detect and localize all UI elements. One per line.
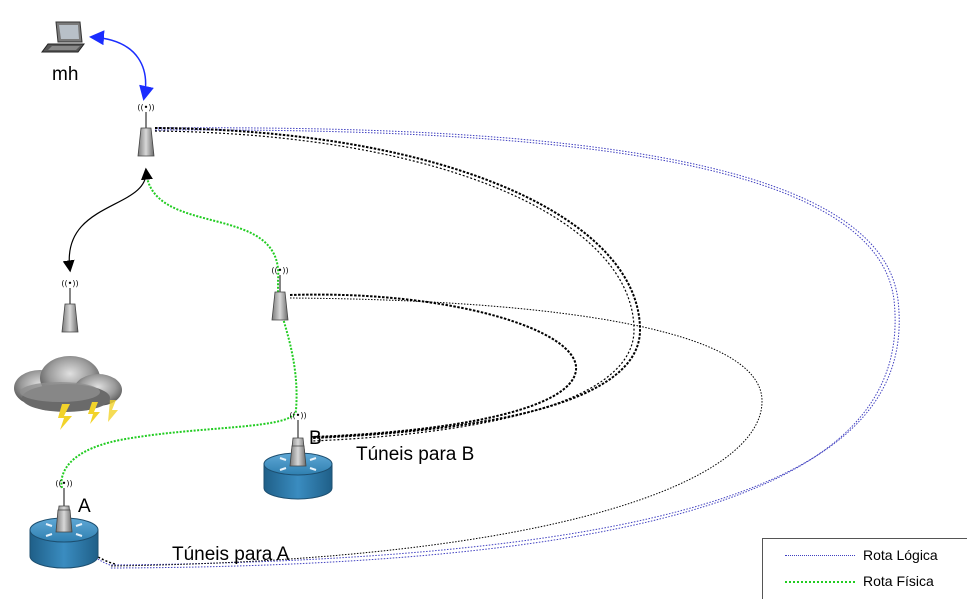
logical-route-outer-2: [109, 129, 896, 569]
svg-text:((•)): ((•)): [137, 103, 154, 112]
physical-route: [60, 169, 298, 489]
tunnel-top-to-b: [154, 127, 642, 439]
tunnel-mid-to-b: [289, 293, 578, 438]
legend-item-physical: Rota Física: [763, 571, 963, 591]
logical-route-outer: [69, 127, 900, 566]
tunnels-b-label: Túneis para B: [356, 444, 475, 465]
legend-swatch-physical: [785, 581, 855, 583]
svg-text:((•)): ((•)): [289, 411, 306, 420]
legend-label-physical: Rota Física: [863, 573, 934, 589]
legend: Rota Lógica Rota Física: [762, 538, 967, 599]
legend-swatch-logical: [785, 555, 855, 556]
tunnels-a-label: Túneis para A: [172, 544, 290, 565]
svg-text:((•)): ((•)): [55, 479, 72, 488]
legend-item-logical: Rota Lógica: [763, 545, 963, 565]
laptop-icon: [41, 21, 85, 53]
legend-label-logical: Rota Lógica: [863, 547, 938, 563]
router-icon-b: [263, 445, 333, 500]
tower-icon-top: ((•)): [137, 103, 155, 157]
router-a-label: A: [78, 496, 91, 517]
wireless-link-mh: [89, 30, 154, 101]
mh-label: mh: [52, 64, 79, 85]
tunnel-top-to-b-2: [154, 130, 635, 442]
link-top-to-left: [62, 167, 153, 273]
tunnel-mid-to-a: [109, 297, 763, 567]
svg-text:((•)): ((•)): [61, 279, 78, 288]
router-icon-a: [29, 509, 99, 569]
storm-cloud-icon: [14, 356, 122, 430]
svg-text:((•)): ((•)): [271, 266, 288, 275]
tower-icon-middle: ((•)): [271, 266, 289, 321]
router-b-label: B: [309, 428, 322, 449]
tower-icon-left: ((•)): [61, 279, 79, 333]
